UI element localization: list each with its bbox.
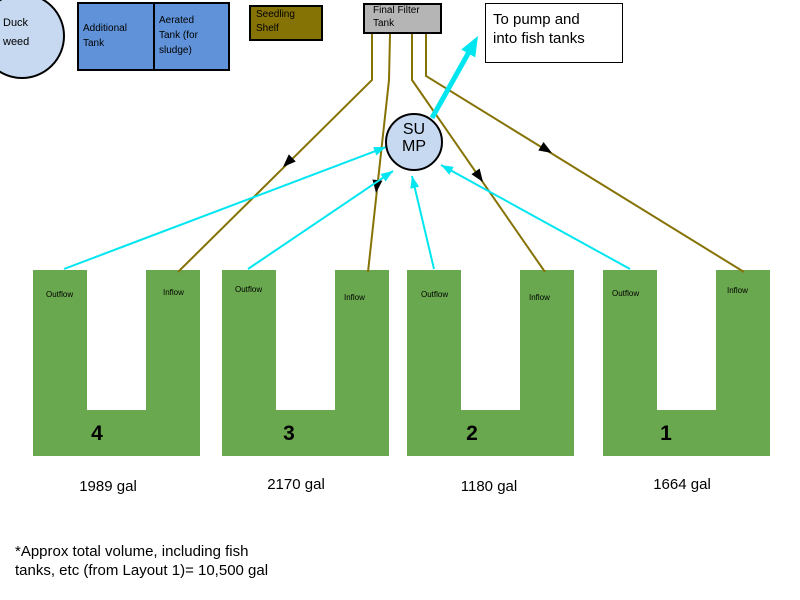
return-line-tank4 — [63, 146, 387, 270]
tank-3-outflow-label: Outflow — [235, 285, 263, 294]
return-arrowhead-tank3 — [380, 171, 393, 182]
tank-3-shape — [222, 270, 389, 456]
final-filter-tank-label-line2: Tank — [373, 18, 395, 29]
sump-label-line1: SU — [402, 121, 426, 138]
pump-note-line2: into fish tanks — [493, 30, 585, 47]
pump-note-line1: To pump and — [493, 11, 580, 28]
additional-tank-label-line2: Tank — [83, 38, 105, 49]
return-arrowhead-tank1 — [441, 165, 454, 175]
aerated-tank-box: Aerated Tank (for sludge) — [155, 4, 228, 69]
footnote-line2: tanks, etc (from Layout 1)= 10,500 gal — [15, 562, 269, 579]
pipe-to-tank2-inflow — [411, 34, 546, 273]
footnote-line1: *Approx total volume, including fish — [15, 543, 249, 560]
sump-circle — [385, 113, 443, 171]
total-volume-footnote: *Approx total volume, including fish tan… — [15, 542, 268, 580]
return-line-tank3 — [247, 170, 394, 270]
pipe-arrowhead-tank4 — [283, 154, 296, 167]
aerated-tank-label-line1: Aerated — [159, 15, 195, 26]
tank-3-number: 3 — [283, 422, 295, 445]
additional-tank-box: Additional Tank — [79, 4, 155, 69]
return-arrowhead-tank2 — [410, 176, 420, 189]
tank-1-inflow-label: Inflow — [727, 286, 748, 295]
seedling-shelf-box — [249, 5, 323, 41]
tank-1-number: 1 — [660, 422, 672, 445]
pipe-to-tank1-inflow — [425, 34, 745, 273]
seedling-shelf-label: Seedling Shelf — [256, 8, 295, 36]
aerated-tank-label-line2: Tank (for — [159, 30, 198, 41]
final-filter-tank-label-line1: Final Filter — [373, 5, 420, 16]
pipe-arrowhead-tank1 — [538, 141, 552, 153]
blue-tanks-box: Additional Tank Aerated Tank (for sludge… — [77, 2, 230, 71]
sump-label: SU MP — [385, 121, 443, 155]
duckweed-label-line1: Duck — [3, 17, 29, 29]
additional-tank-label-line1: Additional — [83, 23, 127, 34]
tank-4-outflow-label: Outflow — [46, 290, 74, 299]
tank-1-shape — [603, 270, 770, 456]
pump-note-label: To pump and into fish tanks — [493, 10, 585, 48]
seedling-shelf-label-line2: Shelf — [256, 23, 279, 34]
pipe-arrowhead-tank2 — [471, 168, 483, 182]
tank-4-inflow-label: Inflow — [163, 288, 184, 297]
tank-2-outflow-label: Outflow — [421, 290, 449, 299]
return-arrowhead-tank4 — [373, 147, 386, 156]
tank-3-volume: 2170 gal — [267, 476, 325, 493]
sump-to-pump-arrowhead — [461, 36, 478, 58]
duckweed-label: Duck weed — [3, 14, 29, 52]
sump-label-line2: MP — [402, 138, 426, 155]
pipe-to-tank3-inflow — [367, 33, 391, 273]
tank-1-volume: 1664 gal — [653, 476, 711, 493]
return-line-tank2 — [411, 175, 435, 270]
pump-note-box — [485, 3, 623, 63]
tank-4-number: 4 — [91, 422, 103, 445]
duckweed-label-line2: weed — [3, 36, 30, 48]
tank-4-shape — [33, 270, 200, 456]
tank-2-shape — [407, 270, 574, 456]
tank-4-volume: 1989 gal — [79, 478, 137, 495]
final-filter-tank-box — [363, 3, 442, 34]
tank-2-number: 2 — [466, 422, 478, 445]
tank-2-volume: 1180 gal — [460, 478, 518, 495]
tank-3-inflow-label: Inflow — [344, 293, 365, 302]
return-line-tank1 — [440, 164, 631, 270]
aerated-tank-label-line3: sludge) — [159, 45, 192, 56]
seedling-shelf-label-line1: Seedling — [256, 9, 295, 20]
final-filter-tank-label: Final Filter Tank — [373, 4, 420, 30]
tank-2-inflow-label: Inflow — [529, 293, 550, 302]
sump-to-pump-line — [429, 41, 477, 120]
tank-1-outflow-label: Outflow — [612, 289, 640, 298]
pipe-to-tank4-inflow — [177, 34, 373, 273]
